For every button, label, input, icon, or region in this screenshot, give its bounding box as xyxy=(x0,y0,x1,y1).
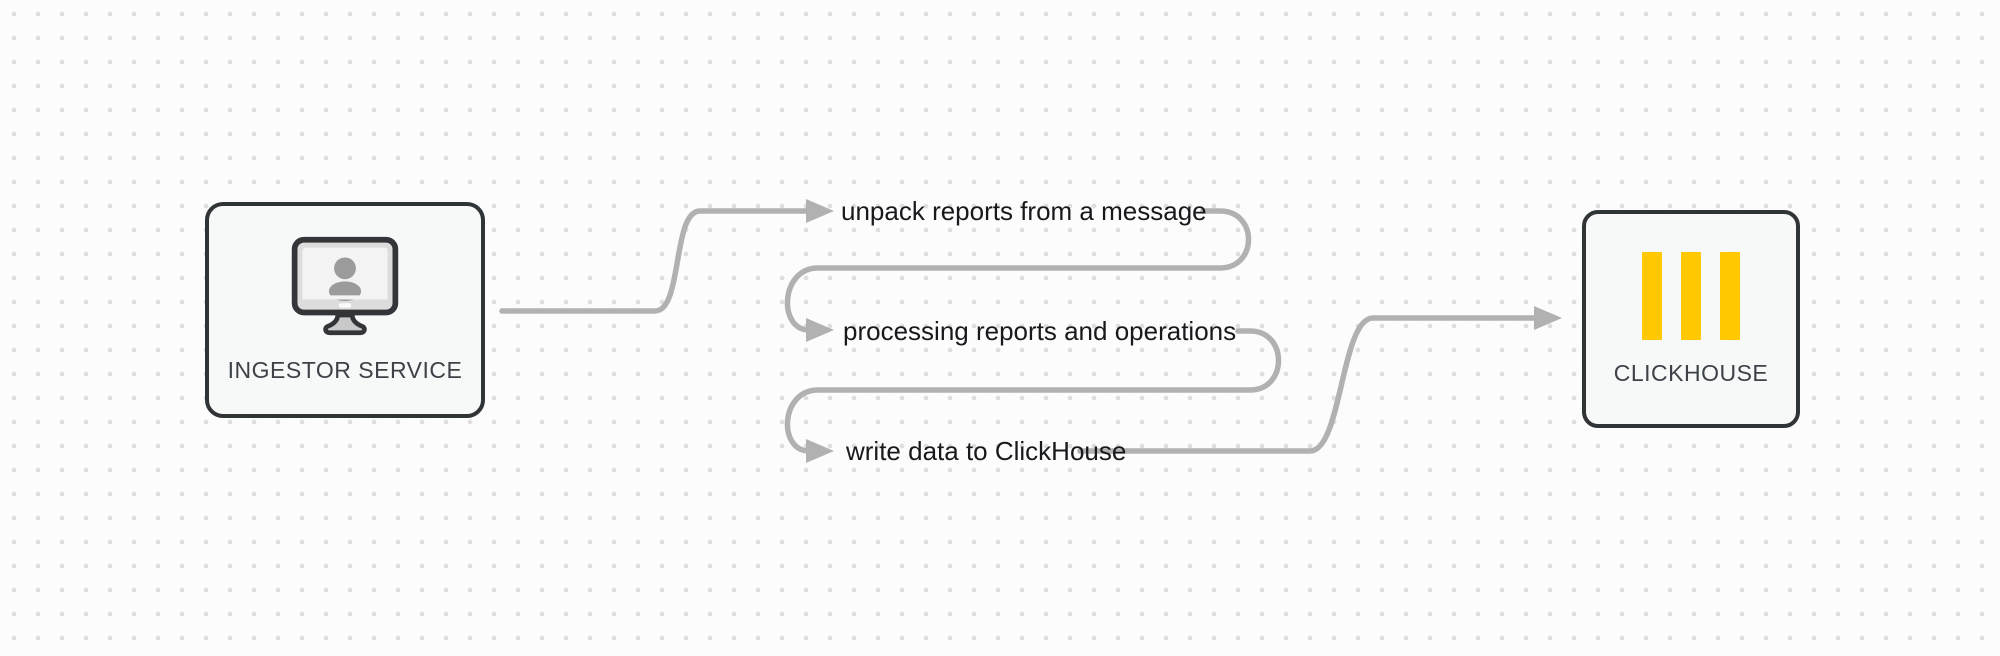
connector-step2-to-step3 xyxy=(784,328,1282,454)
node-ingestor-label: INGESTOR SERVICE xyxy=(227,357,463,383)
connector-step1-to-step2 xyxy=(784,208,1252,333)
node-ingestor-service[interactable]: INGESTOR SERVICE xyxy=(205,202,485,418)
node-clickhouse[interactable]: CLICKHOUSE xyxy=(1582,210,1800,428)
clickhouse-logo-icon xyxy=(1642,251,1740,340)
arrowhead-step3-icon xyxy=(806,439,834,463)
arrowhead-step1-icon xyxy=(806,199,834,223)
step-label-unpack: unpack reports from a message xyxy=(841,196,1207,226)
arrowhead-clickhouse-icon xyxy=(1534,306,1562,330)
clickhouse-bar-icon xyxy=(1642,251,1662,340)
connector-step3-to-clickhouse xyxy=(1077,315,1537,454)
step-label-write: write data to ClickHouse xyxy=(846,436,1127,466)
step-label-processing: processing reports and operations xyxy=(843,316,1237,346)
monitor-user-icon xyxy=(291,236,399,341)
clickhouse-bar-icon xyxy=(1720,251,1740,340)
node-clickhouse-label: CLICKHOUSE xyxy=(1613,359,1769,386)
connector-ingestor-to-step1 xyxy=(499,208,809,314)
clickhouse-bar-icon xyxy=(1681,251,1701,340)
arrowhead-step2-icon xyxy=(806,318,834,342)
